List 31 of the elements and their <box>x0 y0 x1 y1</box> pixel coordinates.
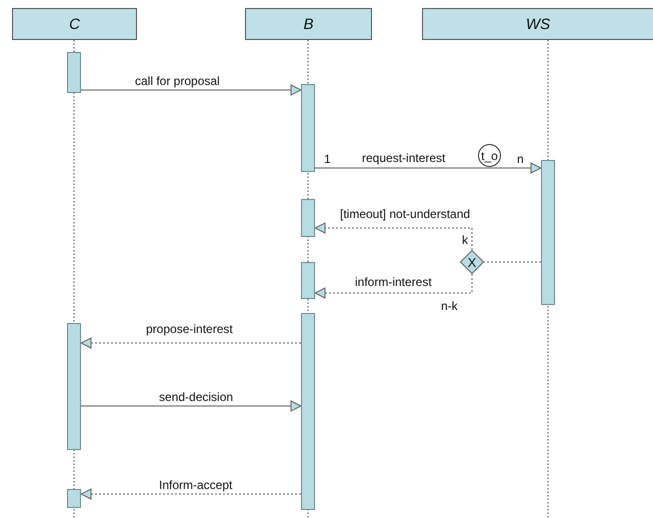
timer-circle: t_o <box>478 144 501 167</box>
activation-bar <box>541 160 555 305</box>
edge-label: Inform-accept <box>159 478 232 492</box>
activation-bar <box>301 313 315 510</box>
activation-bar <box>67 323 81 450</box>
message-arrow <box>80 338 302 348</box>
message-arrow <box>314 222 472 250</box>
lifeline-header: WS <box>422 8 653 40</box>
activation-bar <box>67 489 81 508</box>
multiplicity-label: n-k <box>441 299 458 313</box>
edge-label: request-interest <box>362 151 446 165</box>
message-arrow <box>314 274 472 298</box>
edge-label: [timeout] not-understand <box>340 207 470 221</box>
activation-bar <box>301 262 315 299</box>
lifeline-header: C <box>12 8 137 40</box>
multiplicity-label: 1 <box>324 152 331 166</box>
multiplicity-label: k <box>462 233 468 247</box>
edge-label: send-decision <box>159 390 234 404</box>
message-arrow <box>80 488 302 500</box>
edge-label: propose-interest <box>146 322 233 336</box>
lifeline-header: B <box>245 8 372 40</box>
multiplicity-label: n <box>517 152 524 166</box>
edge-label: call for proposal <box>135 74 220 88</box>
decision-diamond: X <box>460 250 484 274</box>
message-arrow <box>80 400 302 412</box>
message-arrow <box>80 84 302 96</box>
edge-label: inform-interest <box>355 275 432 289</box>
message-arrow <box>314 162 542 174</box>
activation-bar <box>301 199 315 237</box>
activation-bar <box>67 52 81 93</box>
activation-bar <box>301 84 315 172</box>
